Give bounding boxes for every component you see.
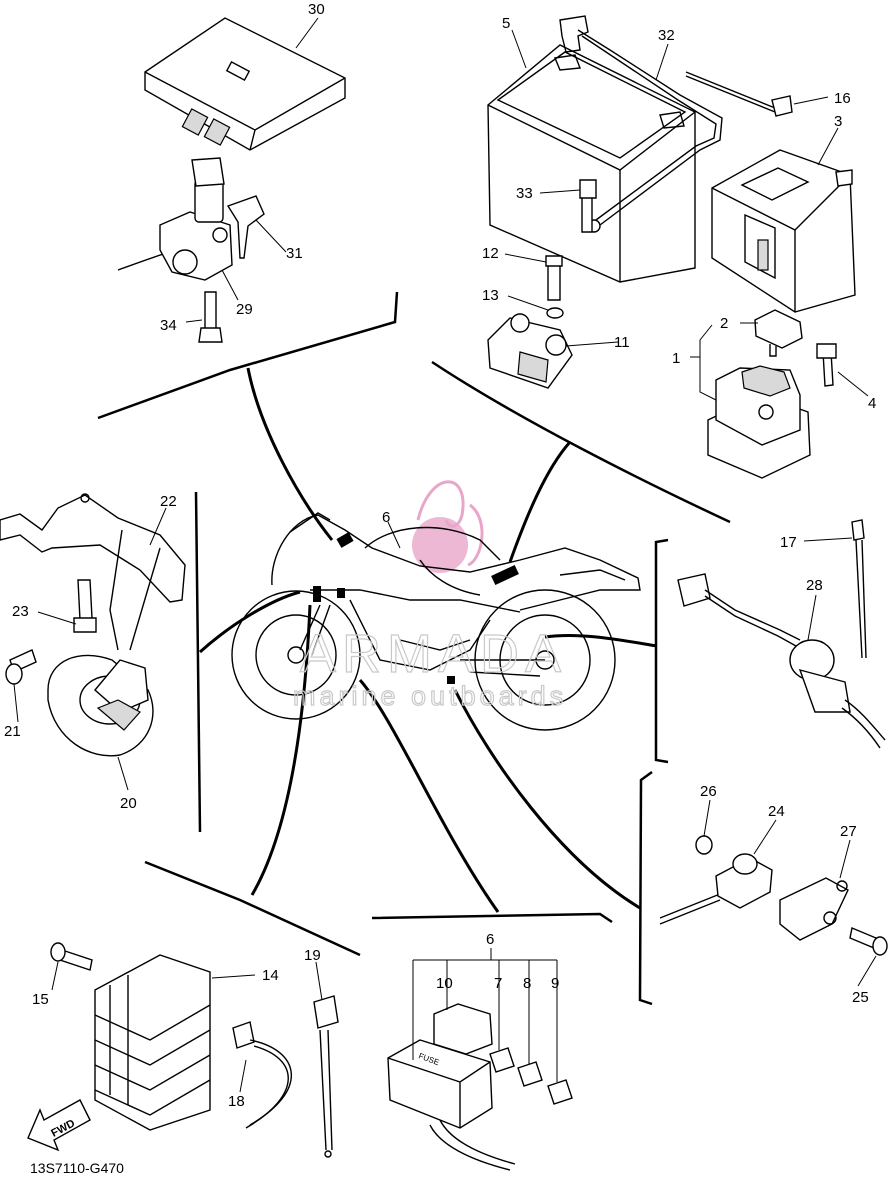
- callout-2: 2: [720, 315, 728, 332]
- callout-32: 32: [658, 27, 675, 44]
- callout-26: 26: [700, 783, 717, 800]
- callout-21: 21: [4, 723, 21, 740]
- battery: [487, 15, 793, 283]
- speed-sensor: [659, 835, 888, 956]
- callout-12: 12: [482, 245, 499, 262]
- horn-assembly: [0, 493, 186, 757]
- fwd-arrow: FWD: [27, 1099, 91, 1152]
- callout-9: 9: [551, 975, 559, 992]
- wire-bands: [232, 995, 339, 1158]
- callout-27: 27: [840, 823, 857, 840]
- section-dividers: [97, 291, 731, 1006]
- watermark-text: ARMADA marine outboards: [292, 623, 567, 711]
- callout-4: 4: [868, 395, 876, 412]
- callout-18: 18: [228, 1093, 245, 1110]
- leader-curves: [198, 367, 658, 913]
- callout-24: 24: [768, 803, 785, 820]
- callout-29: 29: [236, 301, 253, 318]
- callout-7: 7: [494, 975, 502, 992]
- callout-6-fusebox: 6: [486, 931, 494, 948]
- callout-15: 15: [32, 991, 49, 1008]
- callout-10: 10: [436, 975, 453, 992]
- ignition-switch: [117, 157, 265, 343]
- ecu-unit: [144, 17, 346, 151]
- callout-28: 28: [806, 577, 823, 594]
- callout-8: 8: [523, 975, 531, 992]
- callout-23: 23: [12, 603, 29, 620]
- callout-5: 5: [502, 15, 510, 32]
- callout-16: 16: [834, 90, 851, 107]
- callout-13: 13: [482, 287, 499, 304]
- callout-34: 34: [160, 317, 177, 334]
- callout-1: 1: [672, 350, 680, 367]
- callout-3: 3: [834, 113, 842, 130]
- callout-20: 20: [120, 795, 137, 812]
- callout-leaders: [13, 17, 877, 1093]
- callout-19: 19: [304, 947, 321, 964]
- starter-relay: [487, 255, 573, 389]
- callout-11: 11: [614, 334, 630, 351]
- relay-assembly: [707, 309, 837, 479]
- callout-33: 33: [516, 185, 533, 202]
- fuse-box: FUSE: [387, 1003, 573, 1171]
- battery-cover: [711, 149, 856, 313]
- callout-30: 30: [308, 1, 325, 18]
- callout-22: 22: [160, 493, 177, 510]
- diagram-code: 13S7110-G470: [30, 1160, 124, 1176]
- callout-labels: 1 2 3 4 5 6 6 7 8 9 10 11 12 13 14 15 16…: [4, 1, 876, 1110]
- motorcycle: [231, 512, 641, 731]
- watermark-tagline: marine outboards: [293, 681, 567, 711]
- callout-31: 31: [286, 245, 303, 262]
- watermark-brand: ARMADA: [300, 624, 567, 684]
- sensor-assembly: [677, 519, 886, 749]
- callout-17: 17: [780, 534, 797, 551]
- rectifier: [50, 942, 211, 1131]
- callout-14: 14: [262, 967, 279, 984]
- callout-25: 25: [852, 989, 869, 1006]
- callout-6-bike: 6: [382, 509, 390, 526]
